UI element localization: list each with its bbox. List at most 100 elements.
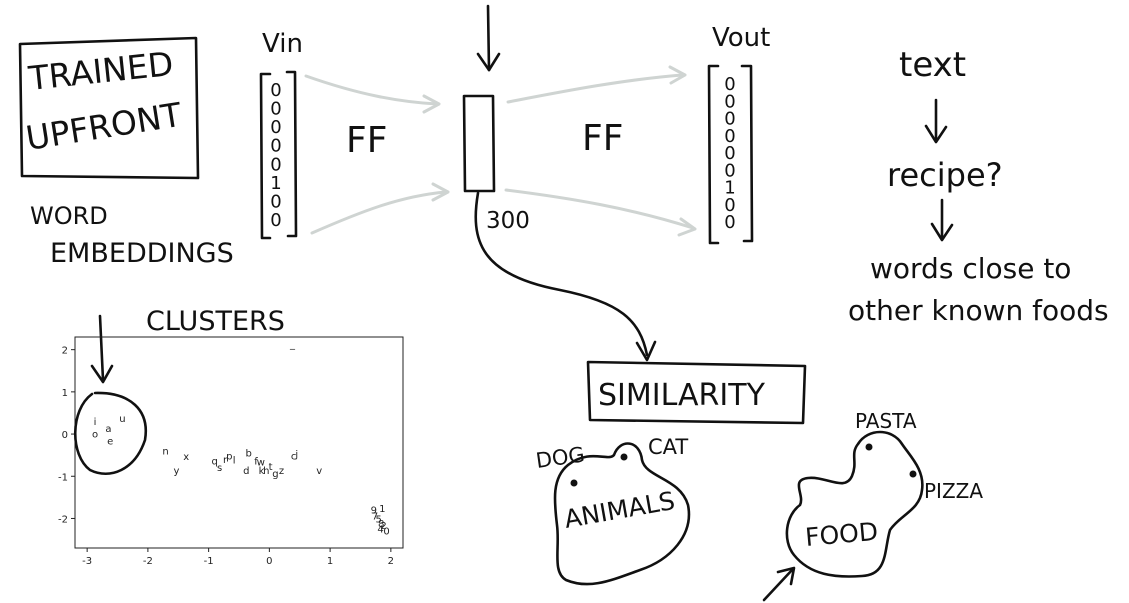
scatter-point: 8 — [378, 519, 384, 530]
clusters-label: CLUSTERS — [146, 306, 285, 337]
y-tick-label: -1 — [58, 472, 68, 483]
y-tick-label: -2 — [58, 514, 68, 525]
cat-label: CAT — [648, 435, 688, 459]
scatter-point: f — [254, 456, 258, 467]
ff-right-upper-arrow — [506, 73, 684, 104]
vout-digit: 0 — [724, 74, 735, 95]
words-close-line1: words close to — [870, 252, 1071, 285]
ff-right-lower-arrow — [504, 188, 695, 230]
vout-label: Vout — [712, 23, 770, 53]
vin-label: Vin — [262, 29, 303, 59]
pasta-label: PASTA — [855, 409, 917, 433]
vin-digit: 1 — [270, 173, 281, 194]
clusters-arrowhead — [90, 364, 114, 384]
words-close-line2: other known foods — [848, 294, 1109, 327]
dog-dot — [570, 479, 578, 487]
similarity-box: SIMILARITY — [586, 360, 807, 425]
scatter-point: z — [279, 466, 284, 477]
scatter-point: j — [294, 449, 298, 460]
similarity-connector — [474, 191, 649, 357]
upfront-label: UPFRONT — [23, 95, 185, 158]
vin-digit: 0 — [270, 191, 281, 212]
embeddings-label: EMBEDDINGS — [50, 238, 234, 269]
scatter-point: b — [246, 448, 252, 459]
scatter-point: 2 — [380, 521, 386, 532]
x-tick-label: -1 — [204, 556, 214, 567]
vin-digit: 0 — [270, 154, 281, 175]
trained-box-outline — [18, 36, 200, 180]
x-tick-label: 2 — [388, 556, 394, 567]
scatter-point: i — [94, 417, 97, 428]
hidden-layer-box — [462, 94, 496, 193]
x-tick-label: -2 — [143, 556, 153, 567]
plot-frame — [74, 336, 404, 549]
scatter-point: y — [173, 466, 179, 477]
vin-left-bracket — [259, 72, 272, 240]
ff-left-label: FF — [346, 120, 387, 161]
clusters-arrow — [98, 314, 105, 382]
pizza-label: PIZZA — [924, 479, 983, 503]
vout-digit: 0 — [724, 143, 735, 164]
ff-right-lower-arrowhead — [677, 217, 697, 237]
vout-right-bracket — [740, 64, 754, 243]
y-tick-label: 2 — [62, 346, 68, 357]
vin-right-bracket — [285, 70, 298, 238]
vout-digit: 0 — [724, 195, 735, 216]
scatter-point: l — [233, 456, 236, 467]
scatter-point: 9 — [371, 505, 377, 516]
vout-digit: 0 — [724, 212, 735, 233]
scatter-point: k — [259, 466, 265, 477]
text-label: text — [899, 45, 966, 85]
pasta-dot — [865, 443, 873, 451]
similarity-box-outline — [586, 360, 807, 425]
hidden-layer: 300 — [462, 4, 657, 362]
vin-digit: 0 — [270, 80, 281, 101]
down-arrow-head — [476, 52, 501, 72]
down-arrow-shaft — [486, 4, 491, 72]
x-tick-label: 1 — [327, 556, 333, 567]
scatter-point: 5 — [376, 515, 382, 526]
word-label: WORD — [30, 202, 108, 230]
scatter-point: q — [212, 456, 218, 467]
food-label: FOOD — [804, 517, 879, 552]
trained-upfront-box: TRAINED UPFRONT — [18, 36, 200, 180]
scatter-point: 4 — [377, 524, 383, 535]
ff-right-upper-arrowhead — [668, 65, 687, 85]
scatter-point: h — [263, 466, 269, 477]
scatter-point: x — [183, 452, 189, 463]
similarity-arrowhead — [635, 340, 657, 362]
scatter-point: 7 — [372, 511, 378, 522]
vout-digit: 0 — [724, 160, 735, 181]
scatter-point: g — [272, 469, 278, 480]
food-blob: PASTA PIZZA FOOD — [762, 409, 983, 602]
scatter-point: u — [119, 414, 125, 425]
ff-left-lower-arrow — [310, 190, 448, 235]
scatter-point: o — [92, 429, 98, 440]
x-tick-label: 0 — [266, 556, 272, 567]
animals-outline — [553, 442, 691, 586]
scatter-point: c — [291, 451, 297, 462]
scatter-point: a — [105, 424, 111, 435]
trained-label: TRAINED — [26, 44, 175, 98]
scatter-point: r — [223, 455, 228, 466]
vin-digit: 0 — [270, 99, 281, 120]
vout-digit: 0 — [724, 91, 735, 112]
ff-left-lower-arrowhead — [431, 182, 450, 202]
scatter-point: t — [269, 462, 273, 473]
food-arrow — [762, 568, 794, 602]
vowel-cluster-circle — [73, 391, 148, 476]
ff-left-upper-arrowhead — [422, 94, 441, 114]
recipe-label: recipe? — [887, 156, 1003, 194]
similarity-label: SIMILARITY — [598, 378, 766, 413]
scatter-point: d — [243, 466, 249, 477]
animals-label: ANIMALS — [562, 486, 677, 534]
x-tick-label: -3 — [82, 556, 92, 567]
scatter-point: 1 — [379, 504, 385, 515]
scatter-point: p — [226, 451, 232, 462]
vin-digit: 0 — [270, 136, 281, 157]
scatter-point: 0 — [383, 526, 389, 537]
